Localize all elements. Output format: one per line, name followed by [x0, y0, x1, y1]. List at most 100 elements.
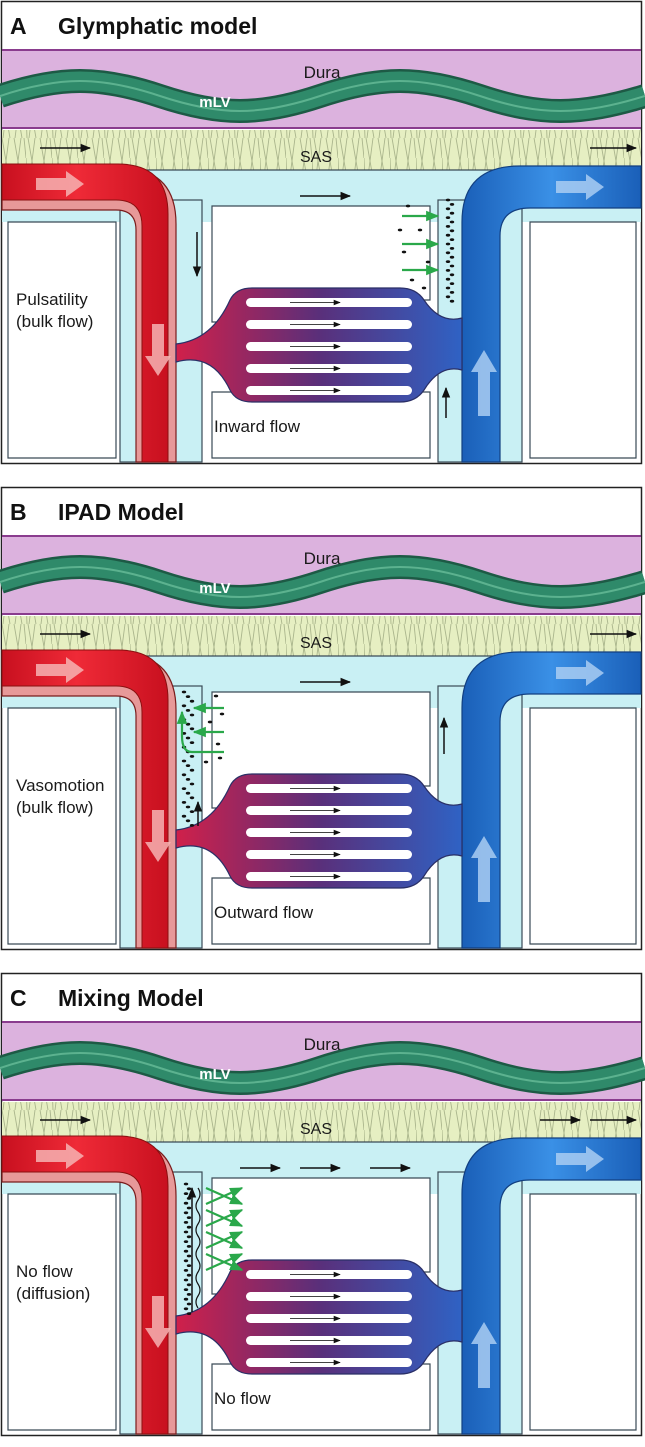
mixing-arrow-up — [205, 1208, 244, 1228]
solute-dot — [449, 299, 455, 303]
vein — [461, 165, 642, 463]
vein-flow-arrow-right — [556, 1146, 604, 1172]
dura-label: Dura — [304, 1035, 341, 1054]
mechanism-sublabel: (bulk flow) — [16, 312, 93, 331]
solute-dot — [421, 286, 427, 290]
solute-dot — [185, 695, 191, 698]
artery — [1, 649, 169, 949]
parenchyma-right — [529, 707, 637, 945]
solute-dot — [449, 291, 455, 294]
mechanism-sublabel: (diffusion) — [16, 1284, 90, 1303]
solute-dot — [445, 286, 451, 290]
solute-dot — [186, 1264, 192, 1267]
solute-dot — [405, 204, 411, 208]
solute-dot — [186, 1216, 192, 1219]
mixing-arrow-up — [205, 1252, 244, 1272]
vein-flow-arrow-up — [471, 350, 497, 416]
solute-dot — [183, 1201, 189, 1205]
solute-dot — [183, 1249, 189, 1253]
mlv-highlight — [0, 1052, 645, 1084]
solute-dot — [186, 1302, 192, 1306]
solute-dot — [181, 773, 187, 777]
solute-dot — [181, 690, 187, 694]
panel-letter: B — [10, 499, 27, 525]
solute-dot — [181, 704, 187, 708]
vein-flow-arrow-up — [471, 836, 497, 902]
panel-letter: C — [10, 985, 27, 1011]
mlv-highlight — [0, 80, 645, 112]
mixing-arrow-up — [205, 1230, 244, 1250]
panel-title: IPAD Model — [58, 499, 184, 525]
solute-dot — [207, 720, 213, 724]
solute-dot — [186, 1235, 192, 1239]
vein-flow-arrow-up — [471, 1322, 497, 1388]
dura-label: Dura — [304, 549, 341, 568]
solute-dot — [445, 260, 451, 263]
solute-dot — [425, 260, 431, 264]
solute-dot — [186, 1312, 192, 1315]
panel-letter: A — [10, 13, 27, 39]
solute-dot — [219, 712, 225, 716]
solute-dot — [449, 282, 455, 285]
solute-dot — [449, 264, 455, 268]
mlv-label: mLV — [199, 1066, 230, 1083]
sas-label: SAS — [300, 149, 332, 166]
artery-flow-arrow-right — [36, 171, 84, 197]
solute-dot — [401, 250, 407, 254]
influx-arrow-3 — [176, 710, 224, 754]
flow-direction-label: Inward flow — [214, 417, 301, 436]
solute-dot — [445, 269, 451, 272]
solute-dot — [186, 1197, 192, 1200]
solute-dot — [183, 1307, 189, 1311]
solute-dot — [183, 1288, 189, 1291]
solute-dot — [449, 238, 455, 242]
sas-fibers-top — [2, 1102, 641, 1142]
mechanism-label: Vasomotion — [16, 776, 105, 795]
solute-dot — [189, 699, 195, 703]
solute-dot — [417, 228, 423, 232]
mixing-arrow-up — [205, 1186, 244, 1206]
mechanism-label: Pulsatility — [16, 290, 88, 309]
solute-dot — [449, 220, 455, 224]
diffusion-squiggle — [195, 1187, 201, 1309]
solute-dot — [445, 198, 451, 202]
artery-flow-arrow-right — [36, 657, 84, 683]
solute-dot — [185, 736, 191, 740]
artery — [1, 1135, 169, 1435]
parenchyma-right — [529, 221, 637, 459]
solute-dot — [445, 216, 451, 220]
solute-dot — [449, 273, 455, 277]
solute-dot — [185, 805, 191, 809]
solute-dot — [189, 824, 195, 827]
solute-dot — [449, 203, 455, 206]
panel-title: Glymphatic model — [58, 13, 257, 39]
solute-dot — [449, 247, 455, 250]
vein-flow-arrow-right — [556, 174, 604, 200]
solute-dot — [189, 727, 195, 731]
solute-dot — [449, 255, 455, 259]
mlv-label: mLV — [199, 94, 230, 111]
solute-dot — [189, 768, 195, 772]
solute-dot — [183, 1192, 189, 1195]
solute-dot — [183, 1211, 189, 1215]
solute-dot — [213, 694, 219, 698]
mixing-arrows — [205, 1186, 244, 1272]
vein — [461, 1137, 642, 1435]
solute-dot — [189, 796, 195, 800]
parenchyma-left — [7, 221, 117, 459]
solute-dot — [183, 1182, 189, 1186]
solute-dot — [185, 791, 191, 795]
parenchyma-right — [529, 1193, 637, 1431]
solute-dot — [445, 207, 451, 211]
solute-dot — [186, 1254, 192, 1258]
vein-flow-arrow-right — [556, 660, 604, 686]
panel-title: Mixing Model — [58, 985, 204, 1011]
solute-dot — [189, 713, 195, 717]
solute-dot — [181, 801, 187, 804]
artery-flow-arrow-down — [145, 1296, 171, 1348]
mechanism-label: No flow — [16, 1262, 73, 1281]
